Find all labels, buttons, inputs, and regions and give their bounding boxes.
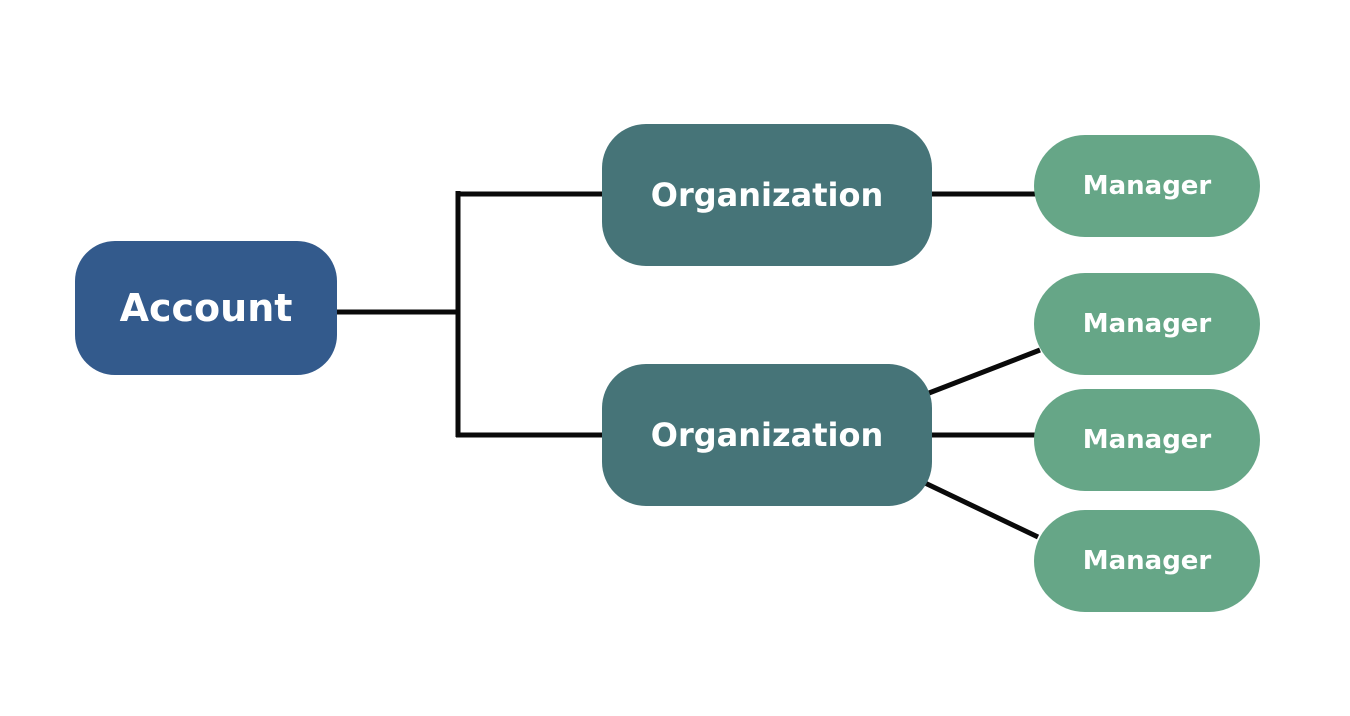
organization-node-1-label: Organization [650, 176, 884, 214]
account-node: Account [75, 241, 337, 375]
manager-node-1: Manager [1034, 135, 1260, 237]
organization-node-1: Organization [602, 124, 932, 266]
manager-node-4: Manager [1034, 510, 1260, 612]
manager-node-4-label: Manager [1082, 546, 1212, 576]
manager-node-3-label: Manager [1082, 425, 1212, 455]
manager-node-2: Manager [1034, 273, 1260, 375]
connector-org-2-manager-4 [923, 480, 1040, 540]
organization-node-2: Organization [602, 364, 932, 506]
organization-node-2-label: Organization [650, 416, 884, 454]
connector-org-2-manager-2 [928, 347, 1041, 396]
manager-node-1-label: Manager [1082, 171, 1212, 201]
account-node-label: Account [119, 286, 293, 330]
manager-node-2-label: Manager [1082, 309, 1212, 339]
manager-node-3: Manager [1034, 389, 1260, 491]
